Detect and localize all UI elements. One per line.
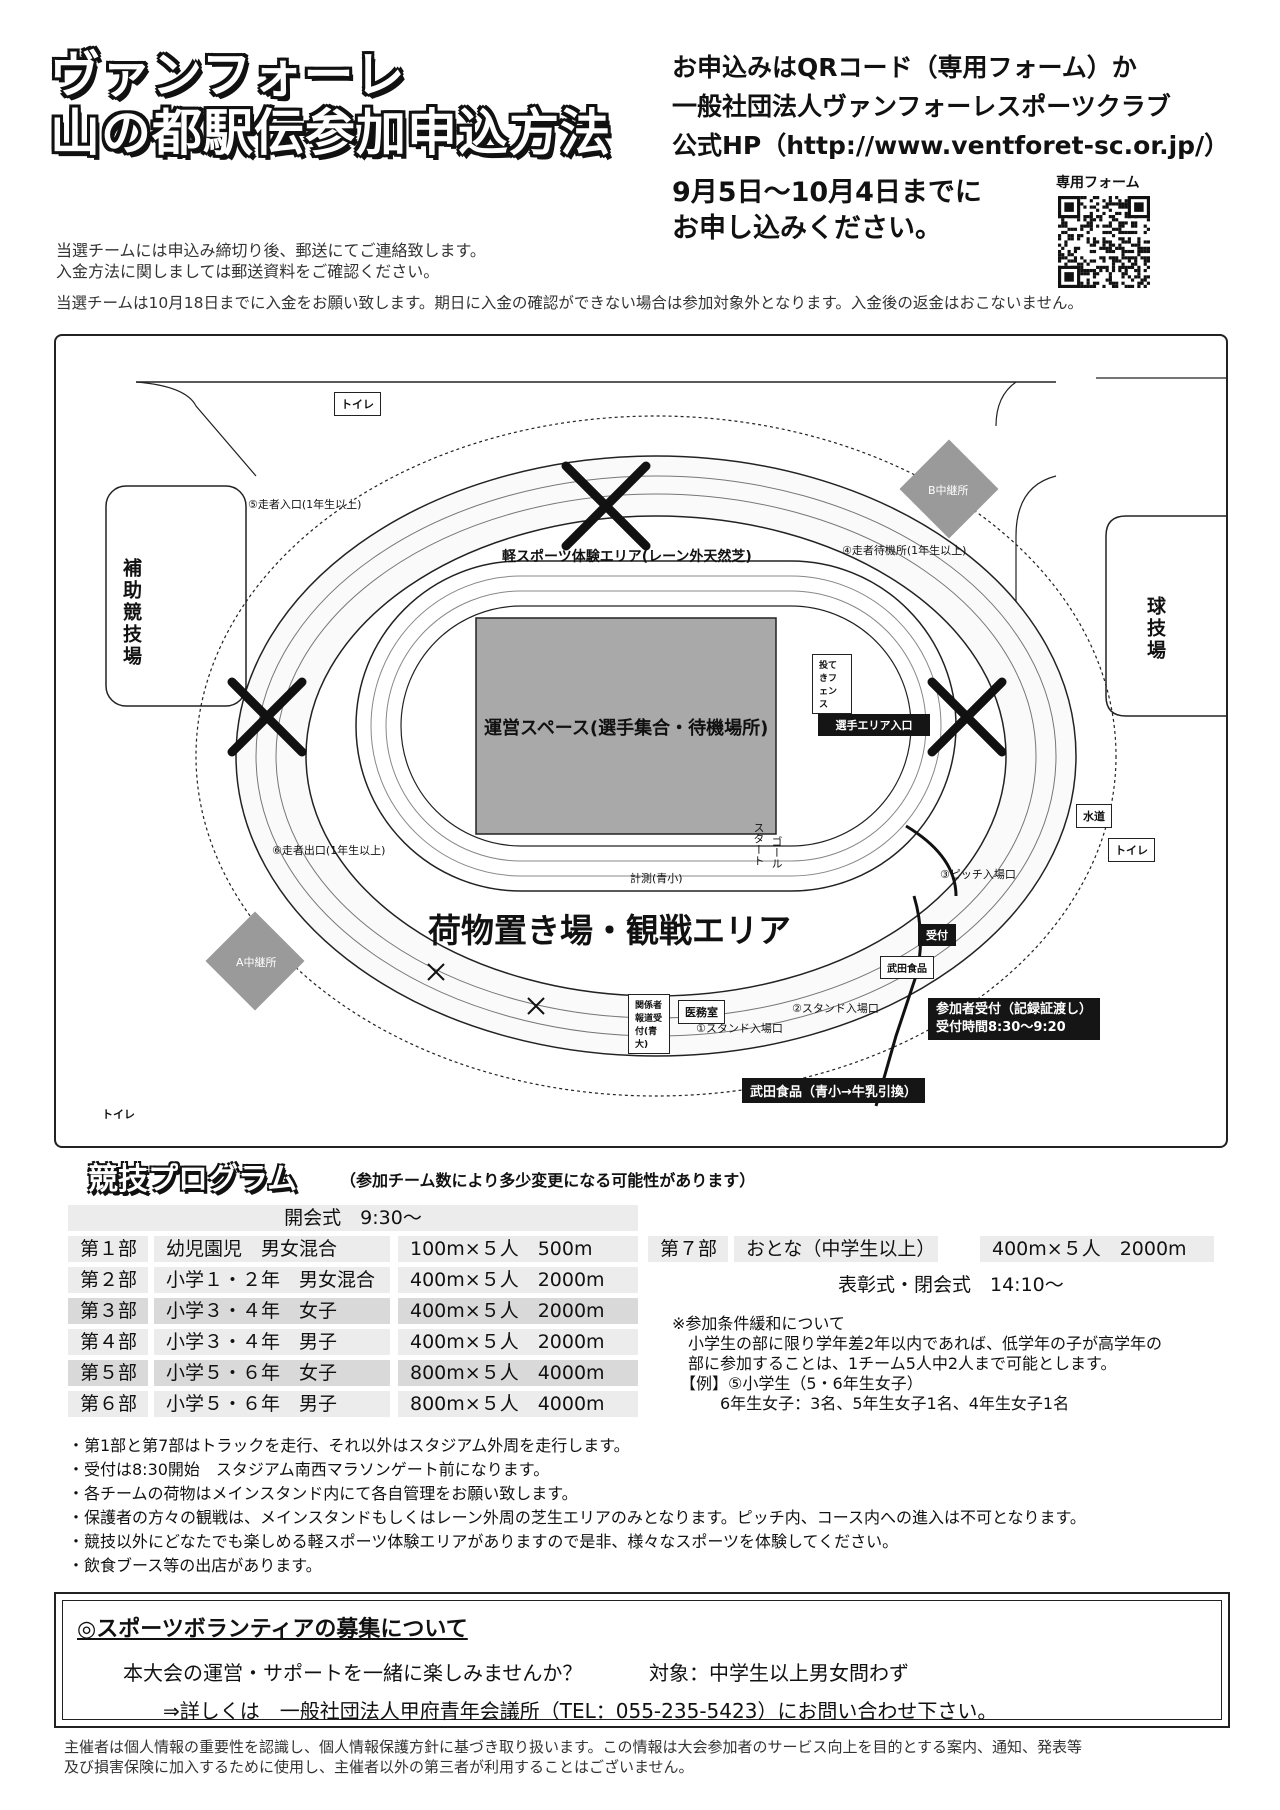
- map-luggage-area: 荷物置き場・観戦エリア: [428, 911, 791, 950]
- program-category: 小学５・６年 女子: [154, 1360, 390, 1386]
- deadline-line-2: お申し込みください。: [672, 213, 942, 244]
- map-stand-entrance-1: ①スタンド入場口: [696, 1022, 783, 1035]
- condition-line: 部に参加することは、1チーム5人中2人まで可能とします。: [672, 1354, 1117, 1373]
- condition-line: ※参加条件緩和について: [672, 1314, 845, 1333]
- map-water: 水道: [1076, 804, 1112, 828]
- map-reception-line: 参加者受付（記録証渡し）: [936, 1002, 1093, 1017]
- map-toilet: トイレ: [334, 392, 381, 416]
- program-distance: 400m×５人 2000m: [398, 1329, 638, 1355]
- title-line-2: 山の都駅伝参加申込方法: [50, 104, 611, 162]
- map-throw-fence: 投てきフェンス: [812, 654, 852, 714]
- program-distance: 100m×５人 500m: [398, 1236, 638, 1262]
- map-light-sports: 軽スポーツ体験エリア(レーン外天然芝): [502, 549, 752, 565]
- volunteer-inner: ◎スポーツボランティアの募集について 本大会の運営・サポートを一緒に楽しみません…: [62, 1600, 1222, 1723]
- privacy-footer: 主催者は個人情報の重要性を認識し、個人情報保護方針に基づき取り扱います。この情報…: [64, 1737, 1082, 1777]
- apply-line: 一般社団法人ヴァンフォーレスポーツクラブ: [672, 92, 1171, 121]
- program-category: 幼児園児 男女混合: [154, 1236, 390, 1262]
- participation-conditions: ※参加条件緩和について 小学生の部に限り学年差2年以内であれば、低学年の子が高学…: [672, 1314, 1162, 1414]
- note-item: ・保護者の方々の観戦は、メインスタンドもしくはレーン外周の芝生エリアのみとなりま…: [68, 1508, 1086, 1527]
- program-part: 第４部: [68, 1329, 148, 1355]
- map-runner-exit: ⑥走者出口(1年生以上): [272, 844, 386, 857]
- condition-line: 【例】⑤小学生（5・6年生女子）: [672, 1374, 923, 1393]
- program-distance: 400m×５人 2000m: [980, 1236, 1214, 1262]
- notice-line: 当選チームには申込み締切り後、郵送にてご連絡致します。: [56, 241, 486, 260]
- map-takeda: 武田食品（青小→牛乳引換）: [742, 1078, 925, 1103]
- map-reception-short: 受付: [918, 924, 956, 946]
- opening-ceremony: 開会式 9:30〜: [68, 1205, 638, 1231]
- notes-list: ・第1部と第7部はトラックを走行、それ以外はスタジアム外周を走行します。 ・受付…: [68, 1434, 1086, 1578]
- condition-line: 小学生の部に限り学年差2年以内であれば、低学年の子が高学年の: [672, 1334, 1163, 1353]
- program-part: 第５部: [68, 1360, 148, 1386]
- program-category: 小学１・２年 男女混合: [154, 1267, 390, 1293]
- map-start: スタート: [752, 822, 765, 866]
- program-part: 第７部: [648, 1236, 728, 1262]
- map-b-relay: B中継所: [928, 484, 969, 497]
- deadline: 9月5日〜10月4日までに お申し込みください。: [672, 175, 982, 247]
- apply-line: 公式HP（http://www.ventforet-sc.or.jp/）: [672, 131, 1230, 160]
- note-item: ・競技以外にどなたでも楽しめる軽スポーツ体験エリアがありますので是非、様々なスポ…: [68, 1532, 899, 1551]
- stadium-map-drawing: [105, 377, 1226, 1107]
- map-pitch-entrance: ③ピッチ入場口: [940, 868, 1016, 881]
- program-distance: 800m×５人 4000m: [398, 1360, 638, 1386]
- deadline-line-1: 9月5日〜10月4日までに: [672, 177, 982, 208]
- map-takeda-small: 武田食品: [880, 956, 934, 979]
- map-a-relay: A中継所: [236, 956, 277, 969]
- map-timing: 計測(青小): [630, 872, 683, 885]
- program-title: 競技プログラム: [88, 1162, 298, 1197]
- map-runner-entrance: ⑤走者入口(1年生以上): [248, 498, 362, 511]
- note-item: ・各チームの荷物はメインスタンド内にて各自管理をお願い致します。: [68, 1484, 578, 1503]
- map-ball-field: 球技場: [1144, 596, 1166, 662]
- map-toilet: トイレ: [102, 1108, 135, 1121]
- qr-label: 専用フォーム: [1056, 175, 1140, 191]
- apply-line: お申込みはQRコード（専用フォーム）か: [672, 53, 1137, 82]
- map-medical: 医務室: [678, 1000, 725, 1024]
- condition-line: 6年生女子：3名、5年生女子1名、4年生女子1名: [672, 1394, 1070, 1413]
- qr-code-icon[interactable]: [1058, 196, 1150, 288]
- page-title: ヴァンフォーレ 山の都駅伝参加申込方法: [50, 46, 670, 162]
- program-distance: 800m×５人 4000m: [398, 1391, 638, 1417]
- volunteer-title: ◎スポーツボランティアの募集について: [77, 1617, 468, 1642]
- map-toilet: トイレ: [1108, 838, 1155, 862]
- program-category: 小学３・４年 男子: [154, 1329, 390, 1355]
- note-item: ・受付は8:30開始 スタジアム南西マラソンゲート前になります。: [68, 1460, 550, 1479]
- map-goal: ゴール: [770, 836, 783, 869]
- program-category: 小学５・６年 男子: [154, 1391, 390, 1417]
- note-item: ・第1部と第7部はトラックを走行、それ以外はスタジアム外周を走行します。: [68, 1436, 630, 1455]
- map-runner-waiting: ④走者待機所(1年生以上): [842, 544, 967, 557]
- map-player-area: 選手エリア入口: [818, 714, 930, 736]
- notice-line: 入金方法に関しましては郵送資料をご確認ください。: [56, 262, 440, 281]
- map-reception: 参加者受付（記録証渡し） 受付時間8:30〜9:20: [928, 998, 1101, 1040]
- closing-ceremony: 表彰式・閉会式 14:10〜: [838, 1274, 1064, 1296]
- program-distance: 400m×５人 2000m: [398, 1267, 638, 1293]
- program-part: 第１部: [68, 1236, 148, 1262]
- program-part: 第２部: [68, 1267, 148, 1293]
- program-note: （参加チーム数により多少変更になる可能性があります）: [340, 1171, 756, 1190]
- program-part: 第６部: [68, 1391, 148, 1417]
- program-category: 小学３・４年 女子: [154, 1298, 390, 1324]
- program-distance: 400m×５人 2000m: [398, 1298, 638, 1324]
- volunteer-box: ◎スポーツボランティアの募集について 本大会の運営・サポートを一緒に楽しみません…: [54, 1592, 1230, 1728]
- volunteer-target: 対象：中学生以上男女問わず: [649, 1661, 909, 1685]
- map-press-desk: 関係者報道受付(青大): [628, 994, 670, 1054]
- notice-payment: 当選チームは10月18日までに入金をお願い致します。期日に入金の確認ができない場…: [56, 294, 1083, 312]
- map-stand-entrance-2: ②スタンド入場口: [792, 1002, 879, 1015]
- volunteer-question: 本大会の運営・サポートを一緒に楽しみませんか？: [123, 1661, 583, 1685]
- note-item: ・飲食ブース等の出店があります。: [68, 1556, 322, 1575]
- title-line-1: ヴァンフォーレ: [50, 46, 406, 104]
- footer-line: 及び損害保険に加入するために使用し、主催者以外の第三者が利用することはございませ…: [64, 1758, 694, 1776]
- program-category: おとな（中学生以上）: [734, 1236, 938, 1262]
- apply-info: お申込みはQRコード（専用フォーム）か 一般社団法人ヴァンフォーレスポーツクラブ…: [672, 48, 1272, 165]
- program-part: 第３部: [68, 1298, 148, 1324]
- map-management-space: 運営スペース(選手集合・待機場所): [484, 718, 769, 739]
- footer-line: 主催者は個人情報の重要性を認識し、個人情報保護方針に基づき取り扱います。この情報…: [64, 1738, 1083, 1756]
- map-reception-line: 受付時間8:30〜9:20: [936, 1020, 1066, 1035]
- volunteer-detail: ⇒詳しくは 一般社団法人甲府青年会議所（TEL：055-235-5423）にお問…: [163, 1699, 998, 1723]
- stadium-map: トイレ トイレ トイレ B中継所 A中継所 ⑤走者入口(1年生以上) ④走者待機…: [54, 334, 1228, 1148]
- map-sub-field: 補助競技場: [120, 558, 142, 668]
